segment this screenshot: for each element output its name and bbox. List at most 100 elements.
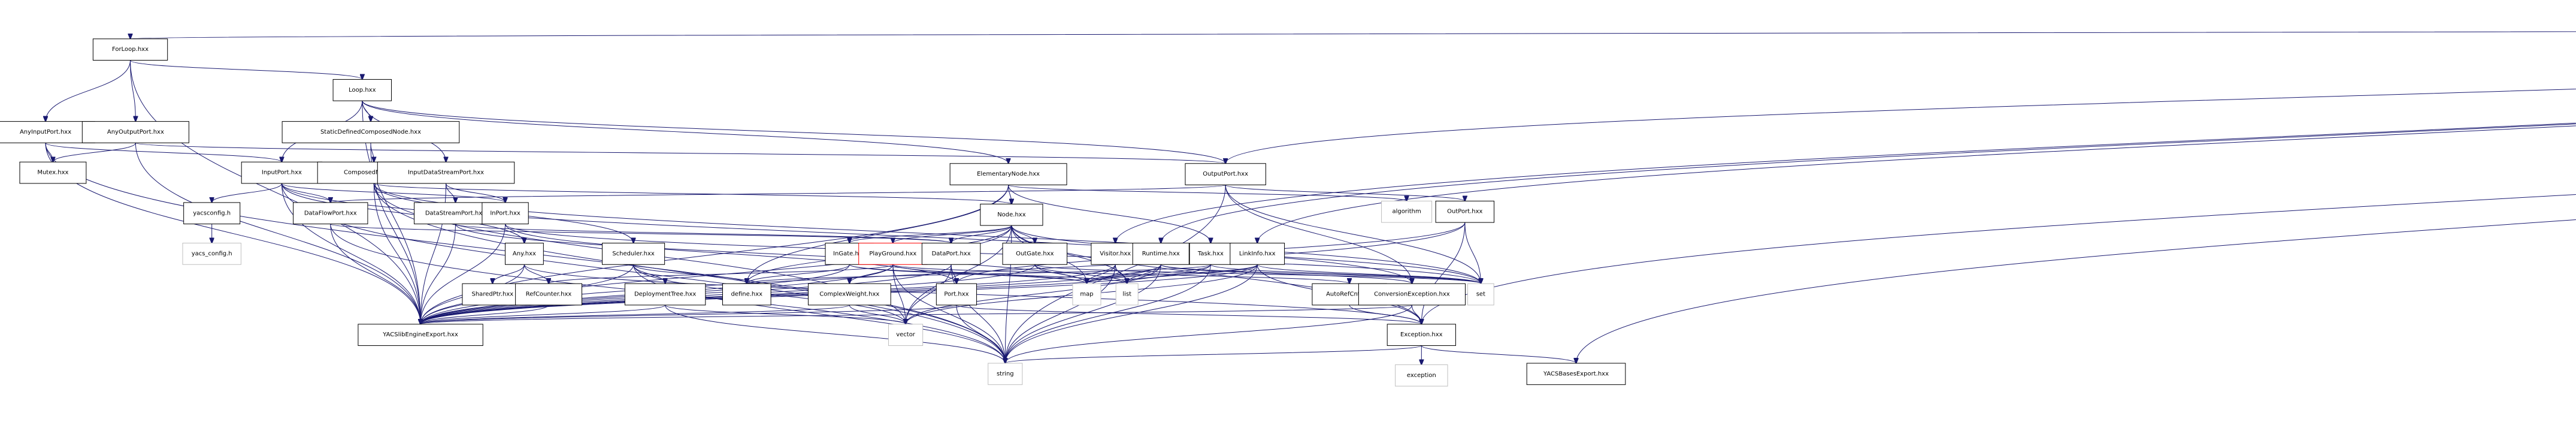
node-Scheduler[interactable]: Scheduler.hxx — [601, 243, 665, 265]
edge-ComplexWeight-to-vector — [849, 305, 906, 324]
node-label: list — [1122, 291, 1131, 298]
edge-ForLoop-to-Loop — [130, 60, 362, 80]
node-box — [1358, 283, 1466, 306]
node-ElementaryNode[interactable]: ElementaryNode.hxx — [949, 163, 1067, 185]
node-StaticDefinedComposedNode[interactable]: StaticDefinedComposedNode.hxx — [281, 121, 460, 143]
edge-DataFlowPort-to-DataPort — [330, 224, 951, 243]
node-label: AutoRefCnt.hxx — [1326, 291, 1373, 298]
edge-PlayGround-to-ComplexWeight — [849, 264, 894, 284]
edge-root-to-OutputPort — [1225, 89, 2576, 163]
node-label: InputDataStreamPort.hxx — [408, 170, 484, 176]
node-label: OutPort.hxx — [1447, 209, 1482, 215]
node-InputPort[interactable]: InputPort.hxx — [241, 161, 323, 184]
edge-OutGate-to-set — [1034, 264, 1481, 284]
node-box — [515, 283, 583, 306]
node-define[interactable]: define.hxx — [722, 283, 771, 306]
edge-InputPort-to-Any — [281, 183, 524, 243]
node-box — [81, 121, 189, 143]
node-box — [19, 161, 87, 184]
node-ForLoop[interactable]: ForLoop.hxx — [92, 38, 168, 61]
node-DataPort[interactable]: DataPort.hxx — [921, 243, 981, 265]
node-Runtime[interactable]: Runtime.hxx — [1132, 243, 1189, 265]
node-DeploymentTree[interactable]: DeploymentTree.hxx — [624, 283, 706, 306]
node-box — [293, 202, 368, 225]
edge-root-to-Visitor — [1115, 122, 2576, 243]
node-Mutex[interactable]: Mutex.hxx — [19, 161, 87, 184]
node-OutGate[interactable]: OutGate.hxx — [1002, 243, 1068, 265]
edge-root-to-Runtime — [1161, 123, 2576, 243]
edge-YacsTrace-to-Exception — [1421, 194, 2576, 324]
edge-InPort-to-YACSlibEngineExport — [420, 224, 506, 324]
node-YACSBasesExport[interactable]: YACSBasesExport.hxx — [1526, 363, 1626, 385]
node-box — [1132, 243, 1189, 265]
node-Node[interactable]: Node.hxx — [980, 203, 1043, 226]
node-vector[interactable]: vector — [888, 324, 924, 346]
node-box — [504, 243, 544, 265]
node-label: Port.hxx — [944, 291, 968, 298]
edge-Node-to-InGate — [849, 225, 1012, 243]
node-RefCounter[interactable]: RefCounter.hxx — [515, 283, 583, 306]
node-Any[interactable]: Any.hxx — [504, 243, 544, 265]
node-SharedPtr[interactable]: SharedPtr.hxx — [462, 283, 523, 306]
node-box — [1435, 200, 1495, 223]
edge-Node-to-vector — [906, 225, 1012, 324]
node-string[interactable]: string — [988, 363, 1023, 385]
edge-PlayGround-to-RefCounter — [549, 264, 894, 284]
node-list[interactable]: list — [1115, 283, 1139, 306]
node-Port[interactable]: Port.hxx — [936, 283, 977, 306]
node-label: YACSlibEngineExport.hxx — [382, 331, 458, 338]
node-ConversionException[interactable]: ConversionException.hxx — [1358, 283, 1466, 306]
edge-LinkInfo-to-map — [1086, 264, 1258, 284]
node-ComplexWeight[interactable]: ComplexWeight.hxx — [807, 283, 891, 306]
node-DataFlowPort[interactable]: DataFlowPort.hxx — [293, 202, 368, 225]
edge-InputPort-to-InPort — [281, 183, 505, 203]
edge-Loop-to-ElementaryNode — [362, 101, 1009, 164]
edge-Runtime-to-set — [1160, 264, 1481, 284]
node-YACSlibEngineExport[interactable]: YACSlibEngineExport.hxx — [358, 324, 483, 346]
node-OutPort[interactable]: OutPort.hxx — [1435, 200, 1495, 223]
node-OutputPort[interactable]: OutputPort.hxx — [1185, 163, 1266, 185]
node-exception[interactable]: exception — [1395, 364, 1448, 387]
node-AnyOutputPort[interactable]: AnyOutputPort.hxx — [81, 121, 189, 143]
edge-InputDataStreamPort-to-DataStreamPort — [446, 183, 456, 203]
node-box — [377, 161, 515, 184]
edge-Node-to-DataPort — [951, 225, 1012, 243]
node-Loop[interactable]: Loop.hxx — [332, 79, 392, 101]
edge-InPort-to-set — [505, 224, 1481, 284]
node-box — [281, 121, 460, 143]
node-algorithm[interactable]: algorithm — [1381, 200, 1433, 223]
edges-layer — [46, 31, 2576, 364]
edge-Runtime-to-YACSlibEngineExport — [420, 264, 1161, 324]
node-Exception[interactable]: Exception.hxx — [1387, 324, 1456, 346]
node-label: ComposedNode.hxx — [344, 170, 404, 176]
node-label: Runtime.hxx — [1142, 251, 1180, 257]
node-InputDataStreamPort[interactable]: InputDataStreamPort.hxx — [377, 161, 515, 184]
edge-OutputPort-to-set — [1225, 185, 1481, 284]
node-box — [92, 38, 168, 61]
edge-Loop-to-StaticDefinedComposedNode — [362, 101, 371, 121]
node-box — [1467, 283, 1494, 306]
node-Visitor[interactable]: Visitor.hxx — [1091, 243, 1140, 265]
node-Task[interactable]: Task.hxx — [1189, 243, 1233, 265]
node-set[interactable]: set — [1467, 283, 1494, 306]
node-label: set — [1476, 291, 1485, 298]
node-yacsconfig[interactable]: yacsconfig.h — [183, 202, 241, 225]
node-label: YACSBasesExport.hxx — [1543, 370, 1609, 377]
node-PlayGround[interactable]: PlayGround.hxx — [858, 243, 928, 265]
edge-Node-to-list — [1011, 225, 1127, 284]
node-LinkInfo[interactable]: LinkInfo.hxx — [1230, 243, 1285, 265]
node-label: define.hxx — [731, 291, 762, 298]
node-label: InputPort.hxx — [262, 170, 302, 176]
edge-Task-to-string — [1005, 264, 1211, 363]
edge-Port-to-Exception — [956, 305, 1421, 324]
node-label: OutputPort.hxx — [1203, 171, 1248, 177]
edge-Runtime-to-string — [1005, 264, 1161, 363]
node-yacs_config[interactable]: yacs_config.h — [182, 243, 241, 265]
node-InPort[interactable]: InPort.hxx — [482, 202, 529, 225]
node-label: ElementaryNode.hxx — [977, 171, 1040, 177]
edge-Port-to-YACSlibEngineExport — [420, 305, 957, 324]
node-map[interactable]: map — [1072, 283, 1101, 306]
node-AnyInputPort[interactable]: AnyInputPort.hxx — [0, 121, 95, 143]
edge-OutPort-to-Exception — [1421, 222, 1466, 324]
